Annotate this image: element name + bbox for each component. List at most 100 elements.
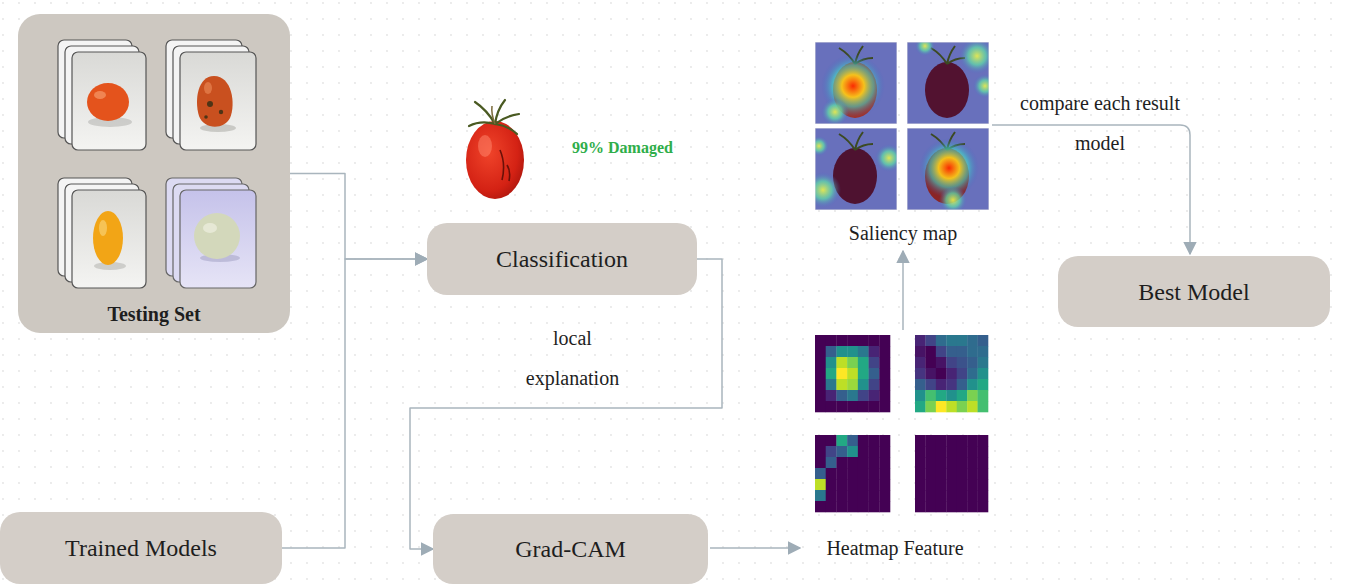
saliency-image [915,42,935,56]
heatmap-cell [836,446,847,457]
heatmap-cell [869,390,880,401]
heatmap-cell [815,335,826,346]
heatmap-cell [815,457,826,468]
heatmap-cell [869,346,880,357]
heatmap-cell [879,335,890,346]
edge-label: local explanation [505,318,640,398]
heatmap-cell [925,401,936,412]
heatmap-cell [978,490,989,501]
photo-stack [203,223,217,233]
heatmap-cell [836,357,847,368]
photo-stack [99,220,107,236]
heatmap-cell [826,501,837,512]
heatmap-cell [858,357,869,368]
heatmap-cell [815,468,826,479]
heatmap-cell [967,368,978,379]
photo-stack [207,101,213,107]
heatmap-cell [915,401,926,412]
heatmap-cell [815,368,826,379]
figure-caption: Heatmap Feature [795,536,995,560]
heatmap-cell [858,346,869,357]
heatmap-cell [879,357,890,368]
saliency-image [815,42,897,124]
heatmap-cell [879,501,890,512]
heatmap-cell [879,457,890,468]
heatmap-cell [847,490,858,501]
heatmap-cell [879,390,890,401]
heatmap-cell [925,357,936,368]
heatmap-cell [978,479,989,490]
heatmap-cell [978,401,989,412]
heatmap-cell [946,490,957,501]
heatmap-cell [978,435,989,446]
photo-stack [58,178,146,288]
photo-stack [197,76,233,127]
heatmap-cell [936,379,947,390]
heatmap-cell [826,468,837,479]
heatmap-cell [847,379,858,390]
heatmap-cell [946,379,957,390]
heatmap-cell [826,435,837,446]
heatmap-cell [826,335,837,346]
heatmap-to-saliency-arrow [902,251,904,330]
photo-stack [58,40,146,150]
heatmap-cell [915,468,926,479]
saliency-image [875,144,897,172]
heatmap-cell [826,390,837,401]
heatmap-cell [869,368,880,379]
heatmap-cell [869,435,880,446]
photo-stack [93,211,123,265]
heatmap-cell [815,379,826,390]
heatmap-cell [946,357,957,368]
saliency-image [907,42,989,124]
heatmap-cell [915,335,926,346]
photo-stack [219,110,223,114]
process-box: Classification [427,223,697,295]
heatmap-cell [858,335,869,346]
saliency-image [815,172,841,208]
heatmap-cell [858,390,869,401]
tomato-illustration [492,106,495,124]
heatmap-cell [967,446,978,457]
heatmap-cell [915,457,926,468]
heatmap-cell [858,401,869,412]
heatmap-cell [858,435,869,446]
heatmap-cell [936,346,947,357]
heatmap-cell [978,457,989,468]
heatmap-cell [925,368,936,379]
heatmap-cell [925,490,936,501]
heatmap-cell [815,435,826,446]
tomato-illustration [478,135,492,157]
heatmap-cell [847,357,858,368]
heatmap-cell [815,501,826,512]
heatmap-cell [957,435,968,446]
heatmap-grid [815,335,890,412]
photo-stack [204,115,208,119]
tomato-illustration [469,100,519,134]
heatmap-cell [967,468,978,479]
heatmap-cell [847,468,858,479]
node-label: Trained Models [65,533,217,563]
heatmap-cell [869,401,880,412]
heatmap-cell [925,468,936,479]
heatmap-cell [957,335,968,346]
heatmap-cell [978,501,989,512]
heatmap-cell [826,446,837,457]
heatmap-cell [957,490,968,501]
heatmap-cell [957,379,968,390]
saliency-image [815,128,897,210]
heatmap-cell [869,490,880,501]
heatmap-cell [869,457,880,468]
heatmap-cell [978,346,989,357]
process-box: Trained Models [0,512,282,584]
heatmap-grid [915,335,988,412]
heatmap-cell [967,501,978,512]
heatmap-cell [815,357,826,368]
heatmap-cell [836,468,847,479]
heatmap-cell [915,446,926,457]
saliency-image [815,136,829,156]
heatmap-cell [847,446,858,457]
heatmap-cell [815,346,826,357]
heatmap-cell [826,457,837,468]
